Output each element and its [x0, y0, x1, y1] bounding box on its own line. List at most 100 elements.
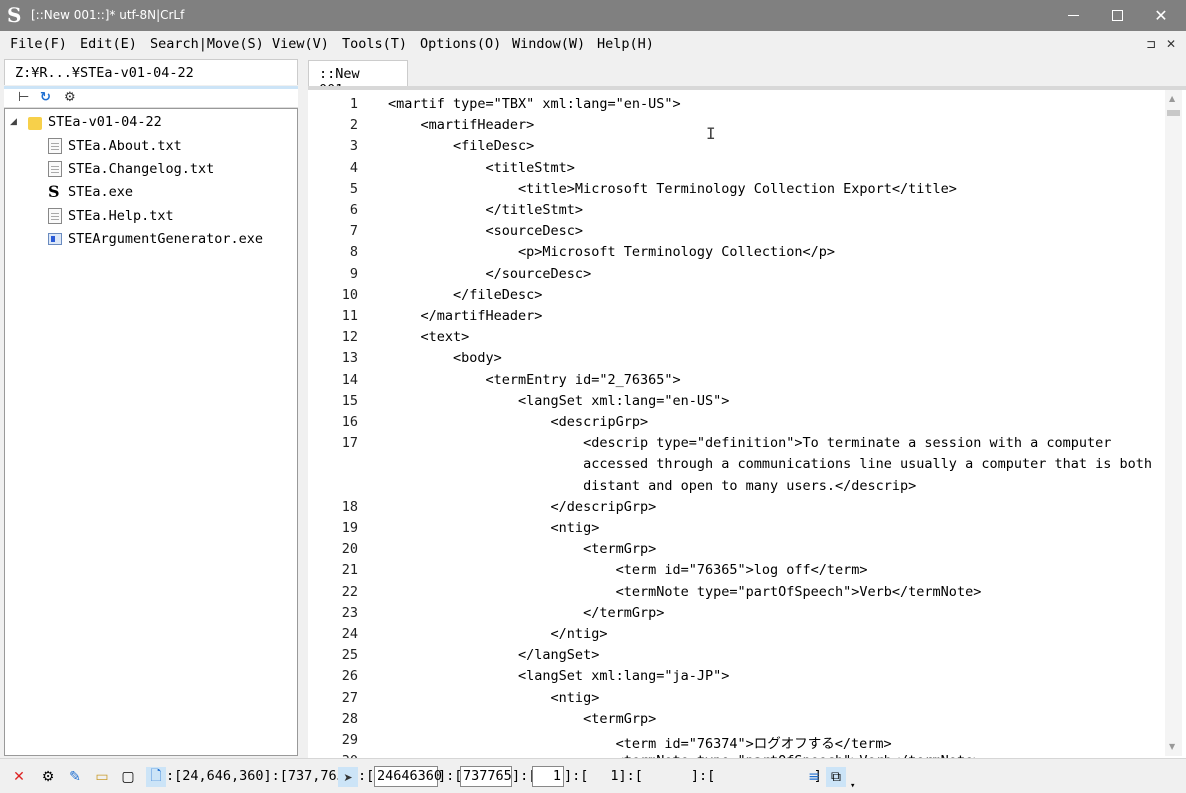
line-number: 16	[341, 414, 358, 430]
close-icon: ✕	[1154, 5, 1168, 25]
tree-item[interactable]: STEa.About.txt	[48, 136, 182, 156]
layout-icon[interactable]: ⧉	[826, 767, 846, 787]
tree-item[interactable]: S STEa.exe	[48, 182, 133, 202]
status-field: 1]:[	[586, 768, 643, 784]
menu-view[interactable]: View(V)	[272, 36, 329, 52]
title-bar: S [::New 001::]* utf-8N|CrLf ✕	[0, 0, 1186, 31]
offset-field[interactable]: 24646360	[374, 766, 442, 787]
line-number: 20	[341, 541, 358, 558]
menu-tools[interactable]: Tools(T)	[342, 36, 408, 52]
code-line: <descripGrp>	[388, 414, 649, 430]
menu-edit[interactable]: Edit(E)	[80, 36, 137, 52]
code-line: <martifHeader>	[388, 117, 535, 134]
word-wrap-icon[interactable]: ≡	[808, 769, 820, 785]
pane-splitter[interactable]	[298, 58, 306, 758]
line-number: 1	[349, 96, 358, 112]
filetree-tab[interactable]: Z:¥R...¥STEa-v01-04-22	[4, 59, 298, 85]
menu-search-move[interactable]: Search|Move(S)	[150, 36, 264, 52]
line-number: 8	[349, 244, 358, 261]
status-bar: ✕ ⚙ ✎ ▭ ▢ 🗋 :[24,646,360]:[737,765] ➤ :[…	[0, 758, 1186, 793]
tab-new-001[interactable]: ::New 001::	[308, 60, 408, 98]
line-number: 18	[341, 498, 358, 515]
line-number: 9	[349, 265, 358, 282]
gear-icon[interactable]: ⚙	[41, 769, 55, 785]
code-line: </sourceDesc>	[388, 265, 592, 282]
filetree-tab-label: Z:¥R...¥STEa-v01-04-22	[15, 65, 194, 81]
status-field: ]	[700, 768, 822, 784]
app-logo-icon: S	[48, 182, 60, 201]
line-number: 13	[341, 350, 358, 367]
console-icon[interactable]: ▢	[121, 769, 135, 785]
code-line: </martifHeader>	[388, 308, 543, 324]
code-line: <langSet xml:lang="ja-JP">	[388, 668, 730, 685]
gear-icon[interactable]: ⚙	[64, 90, 76, 105]
minimize-button[interactable]	[1050, 0, 1096, 31]
pen-icon[interactable]: ✎	[69, 769, 81, 785]
code-line: <term id="76365">log off</term>	[388, 562, 868, 579]
code-line: <termNote type="partOfSpeech">Verb</term…	[388, 583, 982, 600]
code-line: <body>	[388, 350, 502, 367]
line-number: 4	[349, 159, 358, 176]
status-field: ]:[	[634, 768, 716, 784]
collapse-icon[interactable]: ◢	[10, 117, 17, 127]
code-line: <ntig>	[388, 689, 600, 706]
code-line: distant and open to many users.</descrip…	[388, 477, 917, 494]
line-number: 7	[349, 223, 358, 240]
pointer-icon[interactable]: ➤	[338, 767, 358, 787]
tree-item-label: STEa.About.txt	[68, 138, 182, 154]
code-line: <termEntry id="2_76365">	[388, 371, 681, 388]
pin-icon[interactable]: ⊐	[1146, 37, 1157, 51]
code-line: <term id="76374">ログオフする</term>	[388, 736, 892, 752]
folder-icon[interactable]: ▭	[95, 769, 109, 785]
text-file-icon	[48, 208, 62, 224]
dropdown-icon[interactable]: ▾	[850, 781, 856, 791]
code-line: </ntig>	[388, 626, 608, 642]
line-number: 3	[349, 138, 358, 155]
close-button[interactable]: ✕	[1138, 0, 1184, 31]
code-line: <sourceDesc>	[388, 223, 584, 240]
menu-bar: File(F) Edit(E) Search|Move(S) View(V) T…	[0, 31, 1186, 58]
tree-view-icon[interactable]: ⊢	[18, 90, 30, 105]
code-line: <ntig>	[388, 520, 600, 536]
line-number: 26	[341, 668, 358, 685]
close-document-icon[interactable]: ✕	[1166, 37, 1177, 51]
menu-file[interactable]: File(F)	[10, 36, 67, 52]
sep: ]:[	[512, 768, 537, 784]
tree-item[interactable]: STEa.Changelog.txt	[48, 159, 214, 179]
position-readout: :[24,646,360]:[737,765]	[166, 768, 353, 784]
menu-window[interactable]: Window(W)	[512, 36, 586, 52]
line-field[interactable]: 737765	[460, 766, 512, 787]
window-title: [::New 001::]* utf-8N|CrLf	[31, 8, 185, 22]
code-line: <termGrp>	[388, 541, 657, 558]
app-logo-icon: S	[7, 3, 22, 27]
scroll-down-icon[interactable]: ▼	[1169, 742, 1176, 751]
code-line: </langSet>	[388, 647, 600, 664]
code-line: <fileDesc>	[388, 138, 535, 155]
folder-icon	[28, 116, 42, 130]
tree-root-folder[interactable]: STEa-v01-04-22	[28, 112, 162, 132]
line-number: 21	[341, 562, 358, 579]
column-field[interactable]: 1	[532, 766, 564, 787]
close-icon[interactable]: ✕	[13, 769, 25, 785]
code-line: </titleStmt>	[388, 202, 584, 218]
refresh-icon[interactable]: ↻	[40, 90, 51, 105]
tree-item[interactable]: STEa.Help.txt	[48, 206, 174, 226]
tree-item-label: STEa.Help.txt	[68, 208, 174, 224]
scrollbar-thumb[interactable]	[1167, 110, 1180, 116]
line-number: 23	[341, 604, 358, 621]
maximize-button[interactable]	[1094, 0, 1140, 31]
code-line: accessed through a communications line u…	[388, 456, 1153, 473]
filetree-toolbar: ⊢ ↻ ⚙	[4, 86, 298, 108]
tree-item[interactable]: STEArgumentGenerator.exe	[48, 229, 263, 249]
vertical-scrollbar[interactable]: ▲ ▼	[1165, 90, 1182, 756]
line-number: 10	[341, 286, 358, 303]
menu-help[interactable]: Help(H)	[597, 36, 654, 52]
code-line: <title>Microsoft Terminology Collection …	[388, 180, 957, 197]
menu-options[interactable]: Options(O)	[420, 36, 502, 52]
line-number: 12	[341, 329, 358, 346]
code-line: <descrip type="definition">To terminate …	[388, 435, 1112, 452]
document-icon[interactable]: 🗋	[146, 767, 166, 787]
exe-icon	[48, 233, 62, 245]
scroll-up-icon[interactable]: ▲	[1169, 94, 1176, 103]
